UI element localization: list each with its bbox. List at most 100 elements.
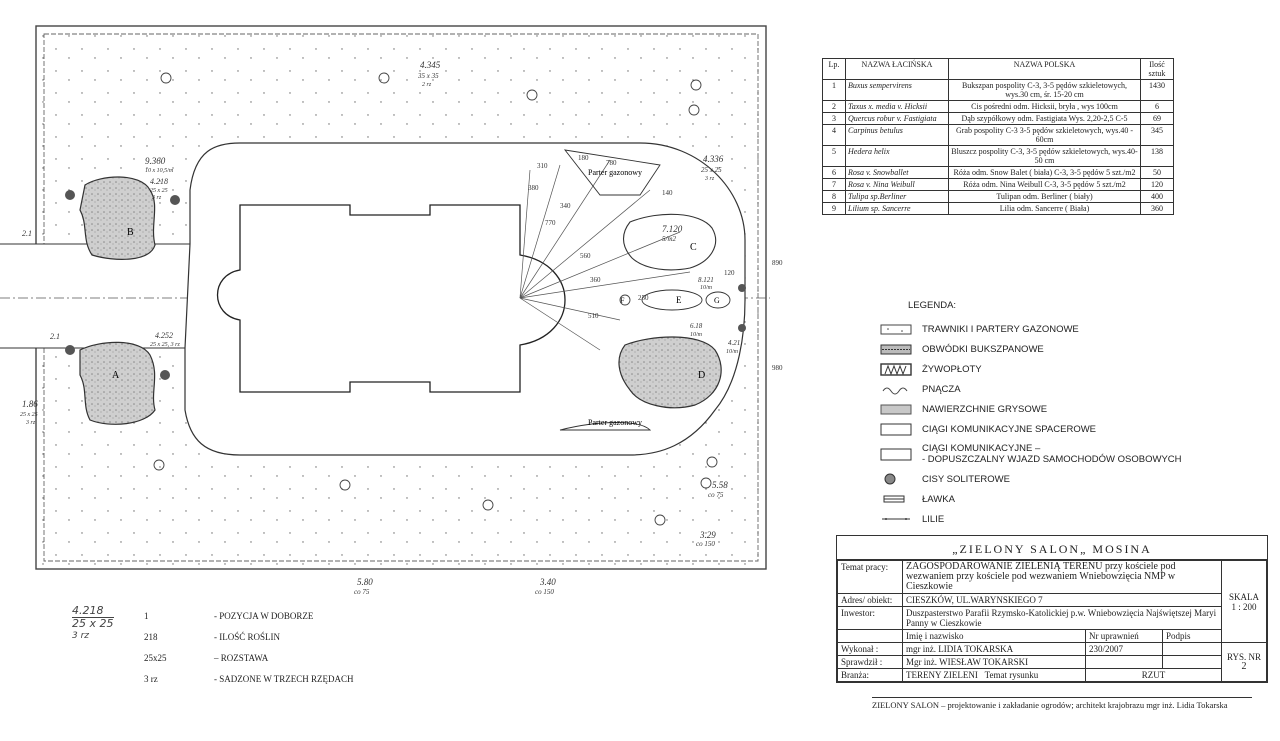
annot-a16-2: 10/m <box>726 349 739 355</box>
scale-cell: SKALA 1 : 200 <box>1221 560 1267 643</box>
col-latin: NAZWA ŁACIŃSKA <box>845 58 949 80</box>
gravel-swatch-icon <box>880 404 912 415</box>
cell-qty: 6 <box>1140 100 1174 113</box>
bed-a <box>79 341 156 425</box>
plant-table: Lp. NAZWA ŁACIŃSKA NAZWA POLSKA Ilość sz… <box>822 58 1174 215</box>
cell-lp: 3 <box>822 112 846 125</box>
annot-a10-2: co 75 <box>354 588 370 596</box>
author-name: mgr inż. LIDIA TOKARSKA <box>902 642 1086 656</box>
cell-lp: 9 <box>822 202 846 215</box>
lily-icon <box>882 518 910 520</box>
legend-label: PNĄCZA <box>922 383 961 395</box>
firm-name: „ZIELONY SALON„ MOSINA <box>837 536 1267 560</box>
legend-item-lilies: LILIE <box>880 509 1210 529</box>
dim-340: 340 <box>560 202 571 210</box>
title-block: „ZIELONY SALON„ MOSINA Temat pracy: ZAGO… <box>836 535 1268 683</box>
annot-a5-1: 7.120 <box>662 224 683 234</box>
dim-360: 360 <box>590 276 601 284</box>
annot-a9-1: 3.29 <box>699 530 716 540</box>
annot-a4-3: 3 rz <box>704 176 715 182</box>
bed-label-e: E <box>676 295 682 305</box>
legend-item-climbers: PNĄCZA <box>880 379 1210 399</box>
cell-lp: 4 <box>822 124 846 146</box>
cell-latin: Carpinus betulus <box>845 124 949 146</box>
bed-label-c: C <box>690 242 697 253</box>
cell-polish: Cis pośredni odm. Hicksii, bryła , wys 1… <box>948 100 1141 113</box>
radial-dimensions <box>519 159 691 351</box>
key-row: 25x25– ROZSTAWA <box>144 647 392 668</box>
legend-item-bench: ŁAWKA <box>880 489 1210 509</box>
cell-qty: 360 <box>1140 202 1174 215</box>
drawing-no-label: RYS. NR <box>1226 652 1261 662</box>
checker-name: Mgr inż. WIESŁAW TOKARSKI <box>902 655 1086 669</box>
dim-250: 250 <box>638 294 649 302</box>
key-term: 3 rz <box>144 673 158 684</box>
parter-bottom <box>559 422 652 431</box>
legend-item-yew: CISY SOLITEROWE <box>880 469 1210 489</box>
table-header-row: Lp. NAZWA ŁACIŃSKA NAZWA POLSKA Ilość sz… <box>822 58 1174 80</box>
legend-label: CISY SOLITEROWE <box>922 473 1010 485</box>
cell-latin: Tulipa sp.Berliner <box>845 190 949 203</box>
name-col-label: Imię i nazwisko <box>902 629 1086 643</box>
col-lp: Lp. <box>822 58 846 80</box>
dim-120: 120 <box>724 269 735 277</box>
inwestor-label: Inwestor: <box>837 606 903 630</box>
annot-a1-1: 4.345 <box>420 60 441 70</box>
scale-label: SKALA <box>1228 591 1259 602</box>
key-row: 218 - ILOŚĆ ROŚLIN <box>144 626 392 647</box>
yew-symbols <box>65 190 746 380</box>
annot-a6-1: 4.252 <box>155 331 173 340</box>
investor: Duszpasterstwo Parafii Rzymsko-Katolicki… <box>902 606 1222 630</box>
temat-label: Temat pracy: <box>837 560 903 594</box>
annotation-key: 4.218 25 x 25 3 rz 1- POZYCJA W DOBORZE … <box>72 605 392 689</box>
legend-label: ŻYWOPŁOTY <box>922 363 982 375</box>
key-desc: - ILOŚĆ ROŚLIN <box>214 631 281 642</box>
cell-polish: Bukszpan pospolity C-3, 3-5 pędów szkiel… <box>948 79 1141 101</box>
branza-label: Branża: <box>837 668 903 682</box>
annot-a3-3: 3 rz <box>151 195 162 201</box>
bed-label-d: D <box>698 370 705 381</box>
annot-a14-1: 8.121 <box>698 276 714 284</box>
key-sample: 4.218 25 x 25 3 rz <box>72 605 114 642</box>
legend: LEGENDA: TRAWNIKI I PARTERY GAZONOWE OBW… <box>880 300 1210 529</box>
bed-c <box>622 213 717 271</box>
annot-a8-2: co 75 <box>708 491 724 499</box>
lawn-swatch-icon <box>880 324 912 335</box>
boxwood-border-icon <box>880 344 912 355</box>
annot-a7-2: 25 x 25 <box>20 412 38 418</box>
key-term: 218 <box>144 631 158 642</box>
dim-770: 770 <box>545 219 556 227</box>
license-number: 230/2007 <box>1085 642 1163 656</box>
cell-qty: 400 <box>1140 190 1174 203</box>
key-desc: - SADZONE W TRZECH RZĘDACH <box>214 673 354 684</box>
legend-item-driveway: CIĄGI KOMUNIKACYJNE –- DOPUSZCZALNY WJAZ… <box>880 439 1210 469</box>
legend-label: TRAWNIKI I PARTERY GAZONOWE <box>922 323 1079 335</box>
dim-780: 780 <box>606 159 617 167</box>
cell-polish: Dąb szypółkowy odm. Fastigiata Wys. 2,20… <box>948 112 1141 125</box>
bed-d <box>618 336 722 409</box>
cell-polish: Grab pospolity C-3 3-5 pędów szkieletowy… <box>948 124 1141 146</box>
annot-a16-1: 4.21 <box>728 339 740 347</box>
legend-item-lawn: TRAWNIKI I PARTERY GAZONOWE <box>880 319 1210 339</box>
key-row: 1- POZYCJA W DOBORZE <box>144 605 392 626</box>
bed-label-a: A <box>112 370 120 381</box>
annot-a7-3: 3 rz <box>25 420 36 426</box>
entrance-path <box>0 244 190 348</box>
footpath-icon <box>880 423 912 436</box>
bed-g <box>705 291 731 309</box>
annot-a5-2: 5/m2 <box>662 235 677 243</box>
col-polish: NAZWA POLSKA <box>948 58 1141 80</box>
wykonal-label: Wykonał : <box>837 642 903 656</box>
key-sample-line3: 3 rz <box>72 631 90 641</box>
annot-a15-2: 10/m <box>690 332 703 338</box>
drawing-topic-label: Temat rysunku <box>984 670 1039 680</box>
legend-item-gravel: NAWIERZCHNIE GRYSOWE <box>880 399 1210 419</box>
annot-a7-1: 1.86 <box>22 399 38 409</box>
cell-polish: Lilia odm. Sancerre ( Biała) <box>948 202 1141 215</box>
branch: TERENY ZIELENI Temat rysunku <box>902 668 1086 682</box>
annot-a11-2: co 150 <box>535 588 554 596</box>
